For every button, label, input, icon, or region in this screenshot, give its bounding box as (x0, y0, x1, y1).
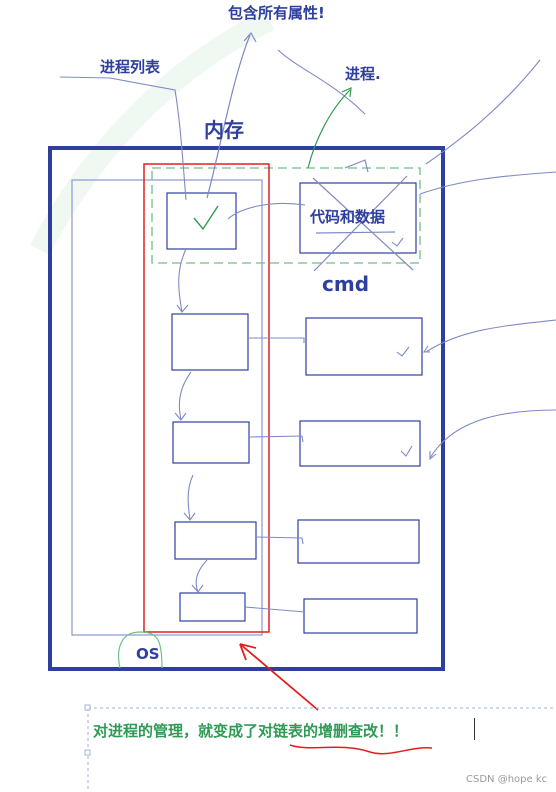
csdn-watermark: CSDN @hope kc (466, 774, 548, 785)
external-annotation-curves (277, 49, 556, 461)
process-pointer (307, 87, 352, 169)
code-and-data-label: 代码和数据 (310, 208, 386, 226)
check-marks (193, 205, 219, 231)
pcb-node-2 (171, 313, 249, 371)
process-list-pointer (59, 76, 187, 201)
pcb-node-1 (166, 192, 237, 250)
faint-watermark-stroke (30, 9, 275, 255)
list-chain-arrows (174, 248, 208, 593)
os-bracket (118, 631, 163, 669)
selection-handle-top (84, 704, 91, 711)
selection-handle-mid (84, 749, 91, 756)
process-label: 进程. (345, 65, 381, 83)
process-list-highlight (143, 163, 270, 633)
cmd-label: cmd (322, 272, 370, 296)
process-list-label: 进程列表 (100, 58, 161, 76)
code-data-box-4 (297, 519, 420, 564)
cross-out-mark (312, 159, 414, 272)
all-attributes-label: 包含所有属性! (228, 4, 325, 22)
pcb-node-3 (172, 421, 250, 464)
attributes-pointer (206, 31, 257, 199)
code-data-box-1 (299, 182, 417, 254)
code-data-box-2 (305, 317, 423, 376)
code-data-box-5 (303, 598, 418, 634)
memory-box (48, 146, 445, 671)
caption-text: 对进程的管理，就变成了对链表的增删查改！！ (93, 722, 409, 740)
check-marks-small (391, 237, 413, 457)
pcb-node-4 (174, 521, 257, 560)
pcb-node-5 (179, 592, 246, 622)
pcb-to-code-links (227, 202, 306, 613)
os-label: OS (136, 645, 160, 663)
text-caret (474, 718, 475, 740)
code-data-box-3 (299, 420, 421, 467)
red-caption-arrow (239, 643, 319, 711)
process-dashed-box (151, 167, 421, 264)
caption-underline (289, 744, 433, 755)
memory-label: 内存 (204, 118, 244, 142)
os-column (71, 179, 263, 636)
